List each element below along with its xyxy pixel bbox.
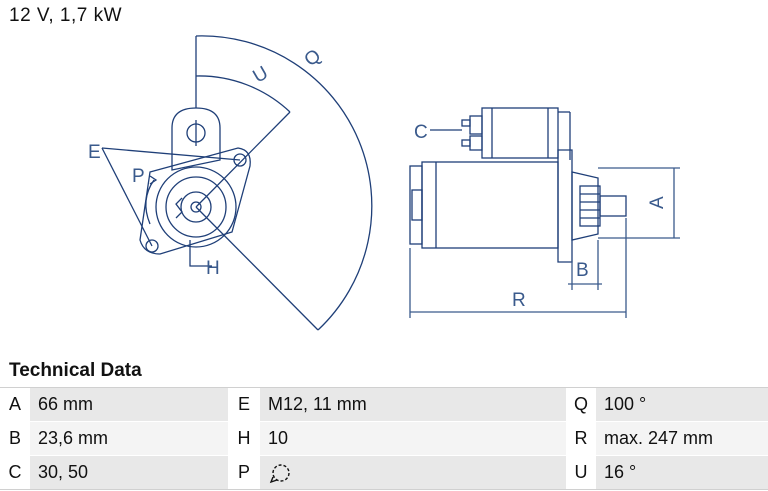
- starter-motor-drawing: Q U E P H C A B R: [88, 35, 680, 331]
- label-h: H: [206, 258, 220, 279]
- label-q: Q: [301, 45, 326, 71]
- front-bore-outer: [155, 166, 237, 248]
- front-flange-hole-bottom: [145, 239, 159, 253]
- spec-key: E: [228, 387, 260, 422]
- spec-value: 30, 50: [30, 455, 228, 490]
- front-bore-mid: [165, 176, 227, 238]
- spec-value: 10: [260, 421, 566, 456]
- p-rotation-arrow: [145, 179, 155, 225]
- q-angle-arc: [195, 35, 373, 331]
- side-nose: [557, 149, 573, 263]
- side-solenoid: [481, 107, 559, 159]
- label-p: P: [132, 166, 145, 187]
- clockwise-rotation-icon: [269, 463, 290, 483]
- product-title: 12 V, 1,7 kW: [9, 5, 123, 26]
- u-angle-arc: [195, 75, 291, 113]
- front-pinion: [180, 191, 212, 223]
- label-a: A: [647, 196, 668, 209]
- label-b: B: [576, 260, 589, 281]
- table-row: C 30, 50 P U 16 °: [0, 455, 768, 490]
- spec-value: 100 °: [596, 387, 768, 422]
- spec-value: 16 °: [596, 455, 768, 490]
- spec-key: A: [0, 387, 30, 422]
- spec-key: H: [228, 421, 260, 456]
- front-flange: [139, 147, 251, 255]
- front-top-ear: [171, 107, 221, 171]
- spec-value: 66 mm: [30, 387, 228, 422]
- front-pinion-center: [190, 201, 202, 213]
- spec-key: P: [228, 455, 260, 490]
- spec-key: U: [566, 455, 596, 490]
- spec-value: max. 247 mm: [596, 421, 768, 456]
- spec-key: R: [566, 421, 596, 456]
- label-u: U: [250, 62, 272, 87]
- spec-key: C: [0, 455, 30, 490]
- label-c: C: [414, 122, 428, 143]
- spec-value-rotation: [260, 455, 566, 490]
- spec-value: 23,6 mm: [30, 421, 228, 456]
- spec-value: M12, 11 mm: [260, 387, 566, 422]
- side-motor-body: [421, 161, 559, 249]
- label-r: R: [512, 290, 526, 311]
- label-e: E: [88, 142, 101, 163]
- table-row: B 23,6 mm H 10 R max. 247 mm: [0, 421, 768, 456]
- technical-data-table: A 66 mm E M12, 11 mm Q 100 ° B 23,6 mm H…: [0, 387, 768, 490]
- technical-data-heading: Technical Data: [9, 360, 142, 381]
- spec-key: Q: [566, 387, 596, 422]
- table-row: A 66 mm E M12, 11 mm Q 100 °: [0, 387, 768, 422]
- spec-key: B: [0, 421, 30, 456]
